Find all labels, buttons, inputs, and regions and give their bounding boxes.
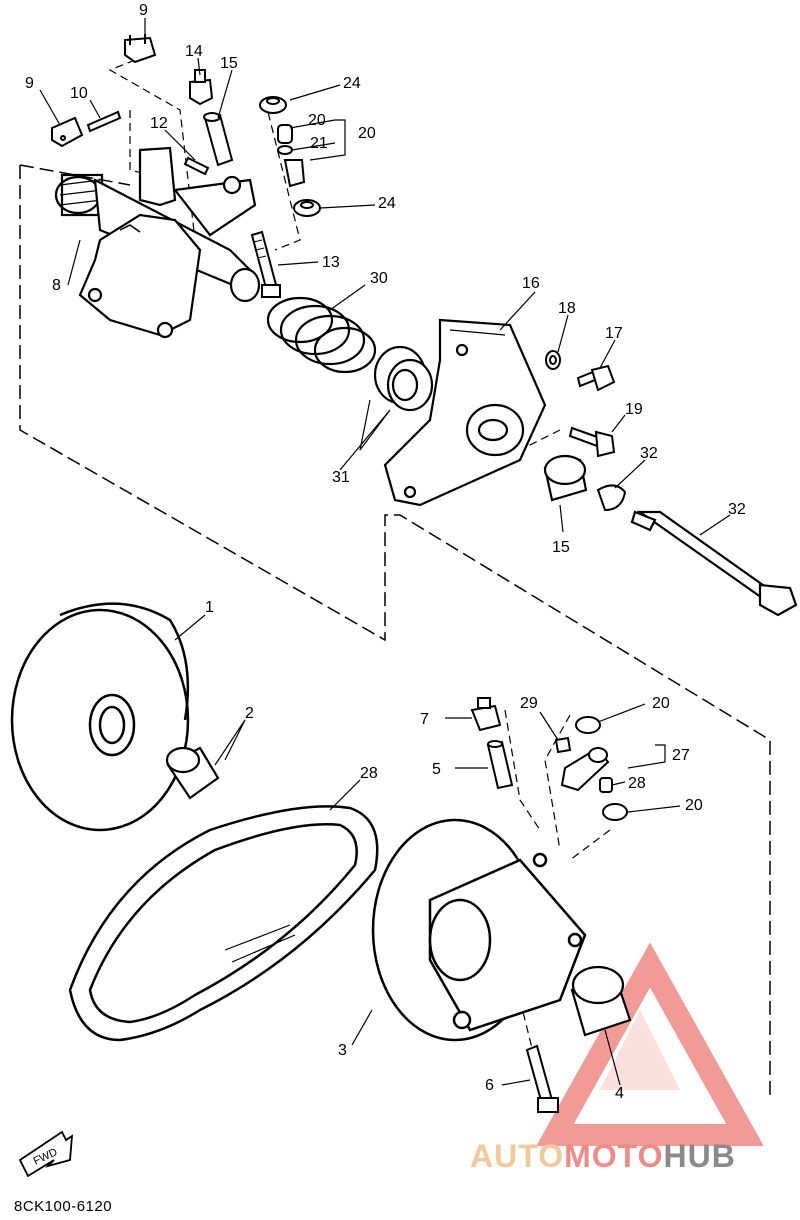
bolt-part-17 xyxy=(576,364,616,392)
callout-5: 5 xyxy=(432,761,441,778)
roller-assembly-part-21 xyxy=(259,96,321,217)
callout-20b: 20 xyxy=(685,797,703,814)
callout-9a: 9 xyxy=(139,2,148,19)
callout-8: 8 xyxy=(52,277,61,294)
callout-13: 13 xyxy=(322,254,340,271)
long-bolt-part-31 xyxy=(630,510,798,617)
callout-3: 3 xyxy=(338,1042,347,1059)
callout-24a: 24 xyxy=(343,75,361,92)
callout-21: 20 xyxy=(358,125,376,142)
washer-part-27 xyxy=(554,736,572,754)
cover-part-15 xyxy=(383,318,547,507)
bolt-part-19 xyxy=(568,426,616,458)
callout-31: 32 xyxy=(728,501,746,518)
callout-4: 4 xyxy=(615,1085,624,1102)
callout-2: 2 xyxy=(245,705,254,722)
callout-27: 29 xyxy=(520,695,538,712)
fwd-arrow-icon: FWD xyxy=(18,1130,74,1178)
part-code-label: 8CK100-6120 xyxy=(14,1198,113,1215)
callout-9b: 9 xyxy=(25,75,34,92)
assembly-boundary xyxy=(19,164,771,1100)
pin-part-10 xyxy=(86,110,122,133)
callout-23: 21 xyxy=(310,135,328,152)
callout-16: 15 xyxy=(552,539,570,556)
sheave-part-1 xyxy=(10,602,190,832)
callout-32: 32 xyxy=(640,445,658,462)
bolt-part-13 xyxy=(250,230,281,298)
callout-26: 28 xyxy=(628,775,646,792)
watermark-text-hub: HUB xyxy=(663,1138,736,1174)
washer-part-18 xyxy=(545,350,561,370)
watermark-text-auto: AUTO xyxy=(470,1138,565,1174)
callout-6: 6 xyxy=(485,1077,494,1094)
callout-7: 7 xyxy=(420,711,429,728)
clip-part-32 xyxy=(596,484,627,512)
callout-25: 27 xyxy=(672,747,690,764)
weight-part-9b xyxy=(51,116,84,148)
callout-29: 31 xyxy=(332,469,350,486)
callout-19: 19 xyxy=(625,401,643,418)
spider-assembly-part xyxy=(54,146,261,339)
callout-24b: 24 xyxy=(378,195,396,212)
callout-12: 12 xyxy=(150,115,168,132)
nut-part-7 xyxy=(470,697,502,732)
sleeve-part-5 xyxy=(486,740,514,790)
callout-numbers: 9 9 10 15 12 14 24 20 21 20 24 13 30 8 1… xyxy=(25,2,746,1102)
watermark-logo xyxy=(536,942,764,1146)
callout-22: 20 xyxy=(308,112,326,129)
sheave-part-3 xyxy=(371,818,587,1042)
bushing-part-4 xyxy=(570,965,632,1037)
callout-11: 15 xyxy=(220,55,238,72)
callout-28: 30 xyxy=(370,270,388,287)
callout-17: 17 xyxy=(605,325,623,342)
callout-15: 16 xyxy=(522,275,540,292)
drive-belt-part-30 xyxy=(68,805,379,1042)
callout-1: 1 xyxy=(205,599,214,616)
sleeve-part-11 xyxy=(203,112,234,167)
bolt-part-6 xyxy=(525,1044,559,1113)
callout-10: 10 xyxy=(70,85,88,102)
callout-30: 28 xyxy=(360,765,378,782)
bushing-part-2 xyxy=(165,746,220,800)
callout-20a: 20 xyxy=(652,695,670,712)
watermark-text-moto: MOTO xyxy=(564,1138,664,1174)
watermark-text: AUTOMOTOHUB xyxy=(470,1138,736,1175)
callout-18: 18 xyxy=(558,300,576,317)
bushing-part-16 xyxy=(543,454,588,502)
spacer-part-29 xyxy=(373,345,434,412)
pin-part-12 xyxy=(183,156,210,176)
weight-part-9a xyxy=(124,34,157,64)
callout-leaders xyxy=(39,18,731,1086)
nut-part-14 xyxy=(189,69,214,106)
roller-arm-part-25 xyxy=(560,716,628,821)
callout-14: 14 xyxy=(185,43,203,60)
spring-part-28 xyxy=(266,296,377,374)
